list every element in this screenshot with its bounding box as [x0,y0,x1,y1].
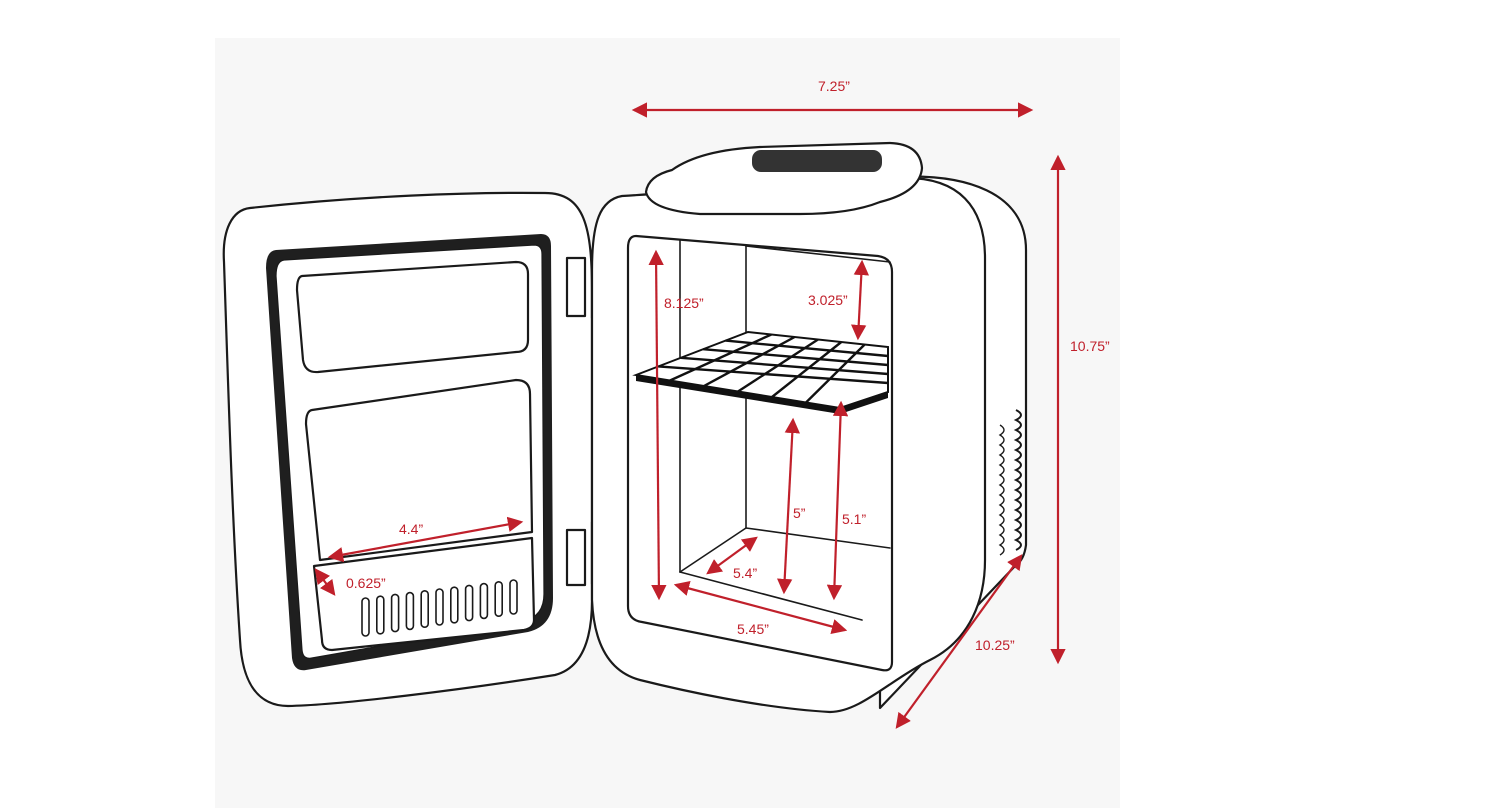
interior-floor-back [745,527,891,549]
vent-ridge-curve [1013,409,1022,551]
vent-slot [361,597,370,637]
vent-slot [405,591,415,631]
vent-ridge-curve [998,424,1005,556]
shelf-wire [737,338,819,393]
dim-arrow-below-shelf-rear [826,400,849,601]
dimension-marks: 7.25” 10.75” 10.25” 8.125” 3.025” 5” 5.1… [314,78,1110,729]
vent-slot [375,595,385,635]
vent-slot [449,586,459,624]
vent-slot [420,589,430,628]
dim-label-below-shelf-rear: 5.1” [842,511,866,527]
fridge-door [222,191,594,708]
lower-hinge-left [565,528,587,587]
dim-arrow-interior-height [648,249,667,601]
dim-label-width: 7.25” [818,78,850,94]
shelf-wire [703,335,796,388]
dim-label-floor-width: 5.45” [737,621,769,637]
shelf-grid-wires [658,333,889,404]
vent-slot [494,580,504,617]
upper-hinge-left [565,256,587,318]
dim-arrow-floor-width [673,580,848,635]
dim-arrow-below-shelf-front [776,417,801,595]
side-vent-ridges [998,409,1022,556]
dim-arrow-floor-depth [706,536,758,575]
dim-label-door-bin-width: 4.4” [399,521,423,537]
vent-slot [390,593,400,633]
door-upper-compartment [295,260,530,374]
interior-back-wall-top [745,245,891,263]
dim-label-door-bin-depth: 0.625” [346,575,386,591]
wire-shelf [632,330,889,414]
dim-label-below-shelf-front: 5” [793,505,806,521]
shelf-wire [669,333,772,382]
door-lower-compartment [304,378,534,562]
dim-arrow-door-bin-width [327,516,524,563]
dim-label-depth: 10.25” [975,637,1015,653]
dim-label-interior-height: 8.125” [664,295,704,311]
dim-arrow-depth [895,554,1023,729]
door-vent-slots [361,579,518,637]
vent-slot [464,584,474,622]
shelf-wire [805,343,866,404]
vent-slot [509,579,518,615]
dim-arrow-door-bin-depth [314,568,336,596]
dim-label-above-shelf: 3.025” [808,292,848,308]
control-panel [752,150,882,172]
vent-slot [479,582,489,620]
dim-arrow-above-shelf [850,259,870,341]
shelf-wire [771,341,843,398]
dim-label-height: 10.75” [1070,338,1110,354]
dim-label-floor-depth: 5.4” [733,565,757,581]
vent-slot [435,588,444,626]
